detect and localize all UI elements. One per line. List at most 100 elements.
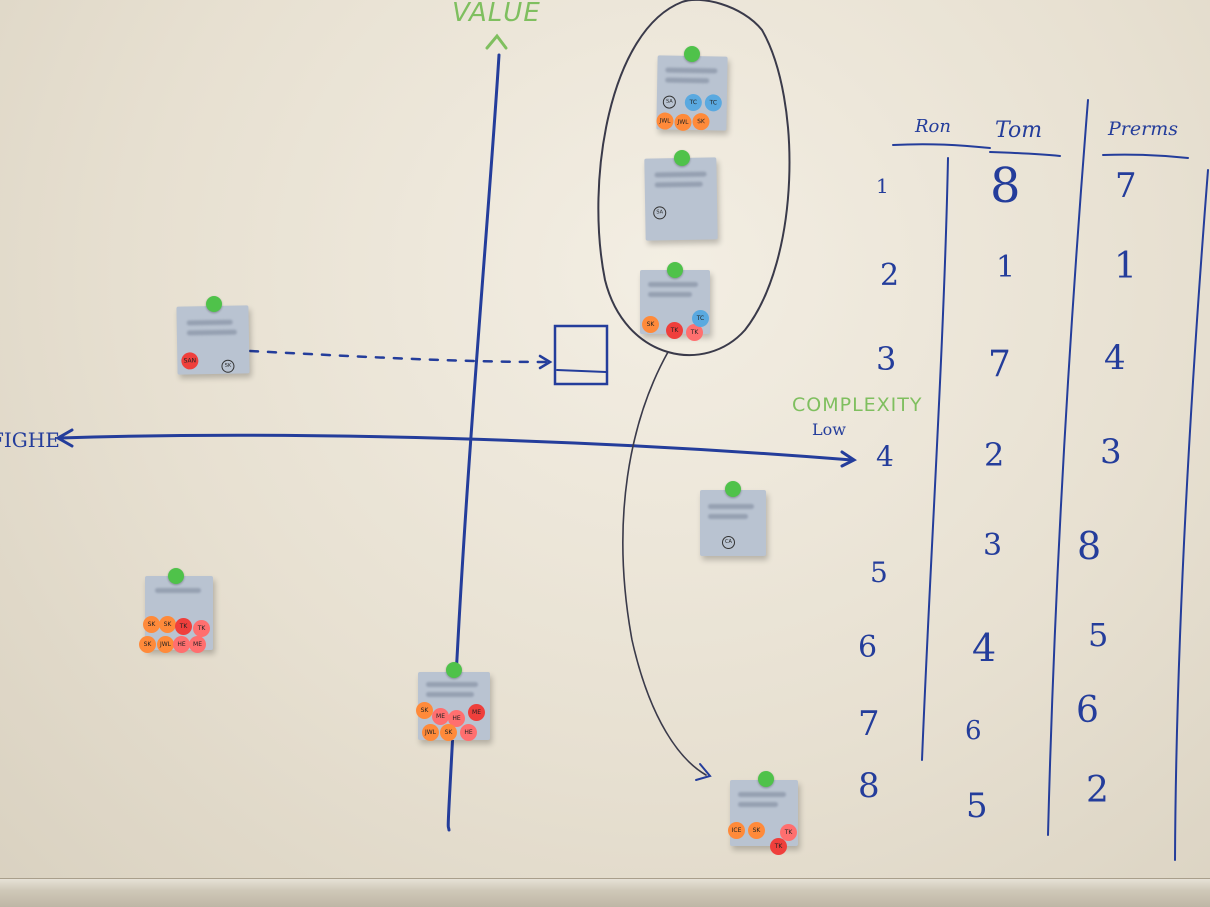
table-col-line-2 xyxy=(1047,99,1089,836)
horizontal-axis-arrow-left xyxy=(54,428,74,448)
blurred-text xyxy=(648,292,692,297)
vote-dot: HE xyxy=(460,724,477,741)
vote-dot: JWL xyxy=(422,724,439,741)
sticky-note[interactable]: SK SK TK TK SK JWL HE ME xyxy=(139,576,213,653)
header-underline-1 xyxy=(892,143,991,149)
sticky-note[interactable]: SK ME HE ME JWL SK HE xyxy=(416,672,490,741)
dashed-link xyxy=(248,349,550,364)
sticky-note[interactable]: ICE SK TK TK xyxy=(728,780,798,855)
vote-dot: SAN xyxy=(181,352,199,370)
blurred-text xyxy=(708,504,754,509)
sticky-note[interactable]: CA xyxy=(700,490,766,556)
left-axis-fragment: FIGHE xyxy=(0,428,60,452)
table-cell: 8 xyxy=(1077,524,1102,568)
sticky-note[interactable]: SA TC TC JWL JWL SK xyxy=(656,55,728,131)
blurred-text xyxy=(426,692,474,697)
green-pin xyxy=(667,262,683,278)
vote-dot: SK xyxy=(692,113,710,131)
blurred-text xyxy=(654,181,703,188)
blurred-text xyxy=(738,802,778,807)
header-underline-3 xyxy=(1102,153,1189,159)
blurred-text xyxy=(155,588,201,593)
small-box-line xyxy=(556,369,607,373)
vote-dot: SK xyxy=(159,616,176,633)
sticky-note[interactable]: SA xyxy=(644,157,718,241)
vote-dot: TC xyxy=(684,93,702,112)
vote-dot: ICE xyxy=(728,822,745,839)
table-cell: 6 xyxy=(965,716,982,746)
table-header-3: Prerms xyxy=(1108,118,1178,140)
table-cell: 7 xyxy=(858,704,880,744)
table-cell: 4 xyxy=(876,440,894,473)
green-pin xyxy=(684,46,700,62)
green-pin xyxy=(674,150,690,166)
vote-dot: TK xyxy=(780,824,797,841)
curved-arrow xyxy=(622,351,707,776)
table-cell: 1 xyxy=(876,174,889,198)
table-cell: 3 xyxy=(1100,432,1122,472)
vote-dot: SK xyxy=(143,616,160,633)
green-pin xyxy=(168,568,184,584)
vote-dot: HE xyxy=(173,636,190,653)
complexity-sub: Low xyxy=(812,420,846,439)
dashed-link-arrowhead xyxy=(538,354,553,370)
table-cell: 2 xyxy=(1086,770,1109,811)
vote-dot: JWL xyxy=(157,636,174,653)
table-cell: 5 xyxy=(966,786,988,826)
horizontal-axis-arrow-right xyxy=(840,450,857,468)
blurred-text xyxy=(708,514,748,519)
vote-dot: HE xyxy=(448,710,465,727)
table-cell: 8 xyxy=(858,766,880,806)
table-cell: 4 xyxy=(1104,338,1126,378)
curved-arrowhead xyxy=(695,763,712,781)
table-cell: 3 xyxy=(983,528,1003,563)
vote-dot: SK xyxy=(642,316,659,333)
blurred-text xyxy=(654,171,707,178)
large-oval xyxy=(597,0,791,356)
value-axis-line xyxy=(446,53,501,832)
green-pin xyxy=(758,771,774,787)
blurred-text xyxy=(426,682,478,687)
small-box xyxy=(553,324,609,386)
note-marker: SA xyxy=(653,206,667,220)
blurred-text xyxy=(738,792,786,797)
vote-dot: JWL xyxy=(674,113,692,131)
blurred-text xyxy=(665,77,710,84)
blurred-text xyxy=(665,67,718,74)
table-col-line-3 xyxy=(1174,169,1209,861)
note-marker: SA xyxy=(662,95,676,109)
vote-dot: TK xyxy=(770,838,787,855)
vote-dot: TC xyxy=(704,94,722,112)
table-cell: 5 xyxy=(870,556,888,589)
table-cell: 8 xyxy=(990,158,1021,214)
vote-dot: SK xyxy=(440,724,457,741)
vote-dot: ME xyxy=(432,708,449,725)
blurred-text xyxy=(648,282,698,287)
header-underline-2 xyxy=(989,151,1061,157)
vote-dot: TC xyxy=(692,310,709,327)
table-cell: 1 xyxy=(996,250,1016,285)
table-cell: 7 xyxy=(1115,166,1137,206)
complexity-label: COMPLEXITY xyxy=(792,394,923,416)
green-pin xyxy=(725,481,741,497)
sticky-note[interactable]: SK TK TK TC xyxy=(640,270,710,341)
horizontal-axis-line xyxy=(58,433,854,462)
table-cell: 3 xyxy=(876,340,897,378)
table-cell: 6 xyxy=(858,630,878,665)
sticky-note[interactable]: SAN SK xyxy=(176,305,250,375)
vote-dot: SK xyxy=(416,702,433,719)
green-pin xyxy=(206,296,222,312)
value-axis-caret xyxy=(485,33,508,50)
table-header-2: Tom xyxy=(995,118,1043,143)
table-cell: 5 xyxy=(1088,616,1109,654)
vote-dot: TK xyxy=(666,322,683,339)
vote-dot: JWL xyxy=(656,112,674,130)
table-cell: 7 xyxy=(988,344,1011,385)
blurred-text xyxy=(186,319,233,326)
vote-dot: ME xyxy=(189,636,206,653)
table-cell: 2 xyxy=(984,436,1005,474)
blurred-text xyxy=(186,329,237,336)
vote-dot: ME xyxy=(468,704,485,721)
value-axis-label: VALUE xyxy=(452,0,541,28)
